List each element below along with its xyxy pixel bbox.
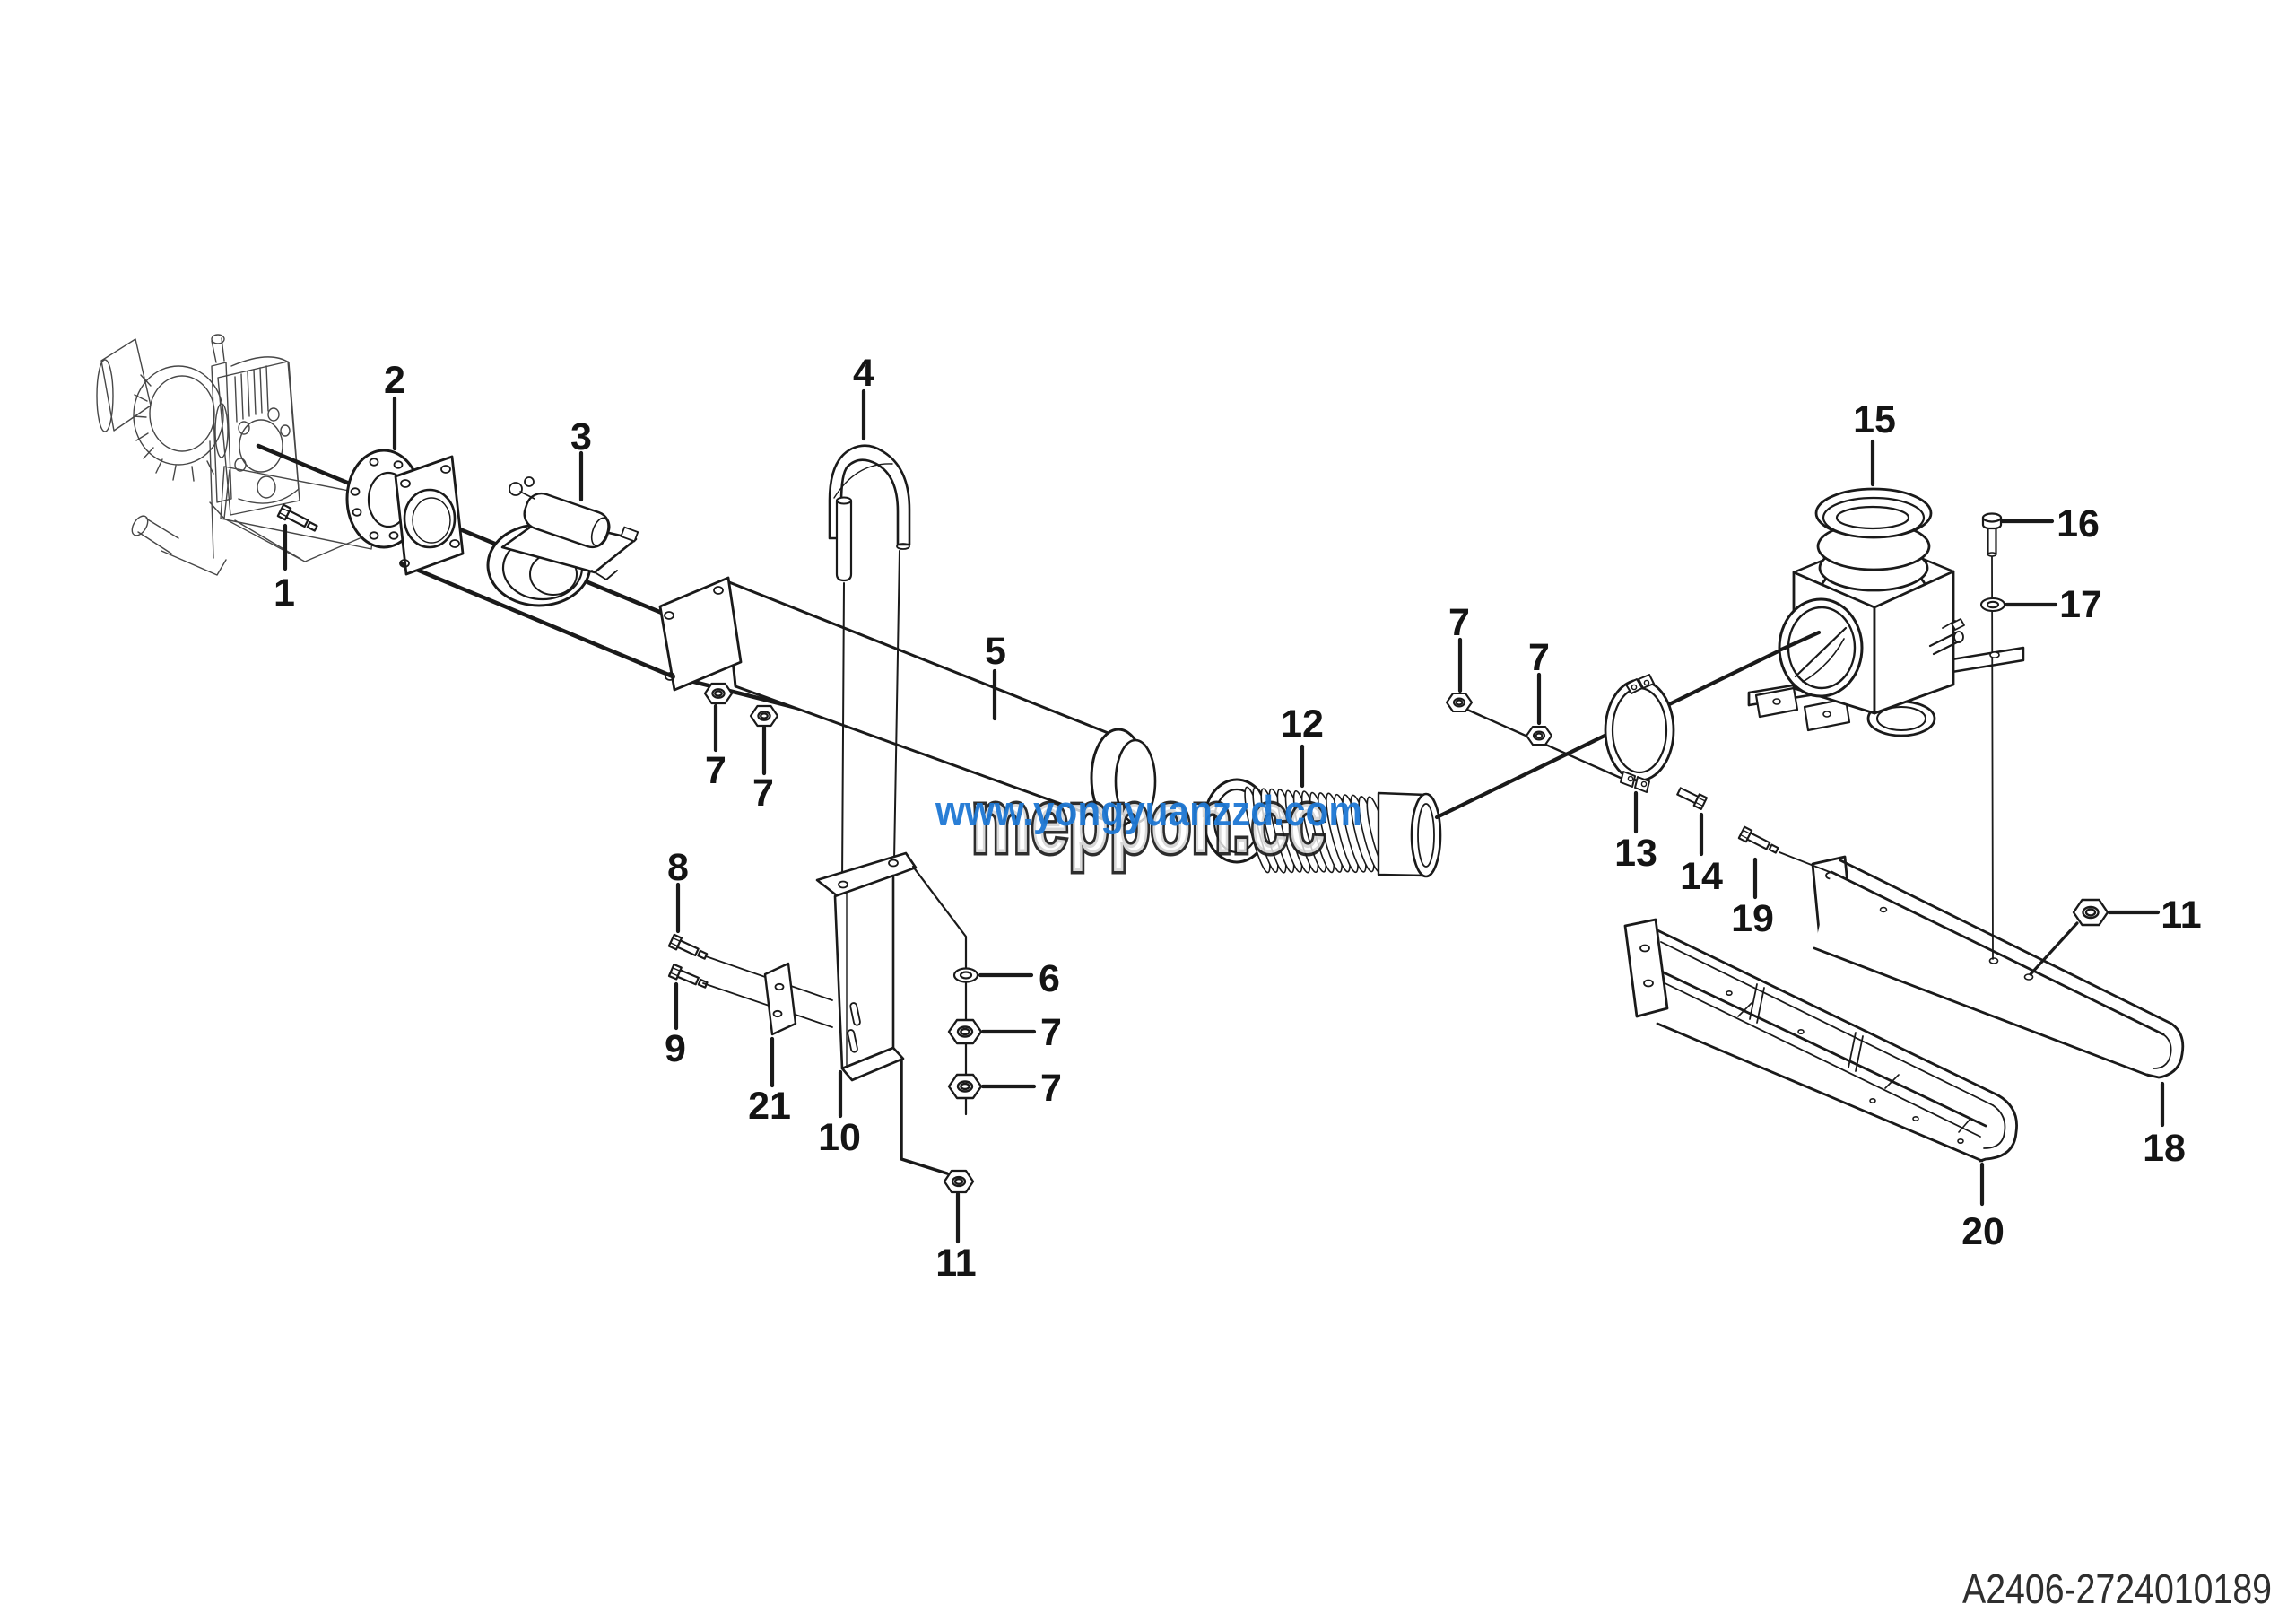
part-13-clamp: [1604, 674, 1675, 793]
part-14-bolt: [1676, 787, 1708, 810]
bolt-19-axis: [1779, 851, 1831, 873]
callout-2: 2: [384, 359, 405, 402]
callout-7c: 7: [1040, 1011, 1062, 1054]
callout-12: 12: [1281, 702, 1324, 746]
channel-18-hole-a: [1988, 957, 1999, 964]
callout-19: 19: [1731, 897, 1774, 940]
watermark-outline-text: meppon.cc: [971, 772, 1326, 872]
plate-hole: [1989, 650, 2000, 658]
part-11-nut-right: [2072, 898, 2109, 927]
callout-14: 14: [1680, 855, 1723, 898]
callout-9: 9: [665, 1027, 686, 1070]
part-7-nuts-pipe-flange: [703, 682, 779, 728]
callout-16: 16: [2057, 502, 2100, 545]
channel-18-hole-b: [2023, 973, 2034, 981]
ghost-turbocharger: [96, 334, 378, 576]
part-1-bolt: [276, 503, 318, 532]
callout-7d: 7: [1040, 1067, 1062, 1110]
callout-1: 1: [274, 571, 295, 615]
part-19-bolt: [1737, 825, 1779, 854]
callout-20: 20: [1961, 1210, 2005, 1253]
part-8-bolt: [667, 933, 709, 960]
part-10-bracket: [815, 851, 918, 1082]
part-2-flange-adapter: [345, 449, 465, 576]
callout-labels: 1 2 3 4 5 7 7 8 9 21 10 6 7 7 11 12 7 7 …: [274, 352, 2202, 1285]
part-18-support-channel: [1811, 855, 2185, 1079]
callout-7f: 7: [1528, 636, 1550, 679]
leader-bracket-to-nut-11: [900, 1059, 949, 1175]
part-7-nuts-clamp: [1445, 692, 1553, 746]
part-5-exhaust-pipe: [658, 576, 1157, 828]
part-7-nuts-bracket: [947, 1018, 983, 1100]
callout-21: 21: [748, 1085, 791, 1128]
part-9-bolt: [667, 963, 709, 989]
callout-3: 3: [570, 415, 592, 458]
part-16-bolt: [1981, 512, 2003, 557]
watermark-url-text: www.yongyuanzzd.com: [935, 787, 1362, 834]
callout-6: 6: [1039, 957, 1060, 1000]
part-21-spacer-plate: [763, 962, 797, 1036]
part-20-lower-channel: [1623, 918, 2020, 1164]
part-4-hanger-hook: [828, 444, 911, 885]
callout-4: 4: [853, 352, 874, 395]
callout-5: 5: [985, 630, 1006, 673]
leader-lines: [283, 388, 2165, 1244]
callout-15: 15: [1853, 398, 1896, 441]
callout-7a: 7: [705, 749, 726, 792]
part-6-washer: [952, 967, 979, 983]
part-12-flex-hose: [1203, 778, 1442, 878]
part-11-nut-bracket: [943, 1169, 975, 1194]
callout-8: 8: [667, 846, 689, 889]
callout-17: 17: [2059, 583, 2102, 626]
callout-11a: 11: [935, 1242, 976, 1285]
doc-number: A2406-2724010189: [1962, 1565, 2272, 1612]
part-17-washer: [1979, 597, 2006, 613]
callout-7b: 7: [752, 772, 774, 815]
callout-13: 13: [1614, 832, 1657, 875]
part-15-muffler-box: [1747, 487, 2025, 737]
watermark: meppon.cc www.yongyuanzzd.com: [935, 769, 1362, 876]
callout-10: 10: [818, 1116, 861, 1159]
stud-axis-line: [911, 865, 968, 1116]
bolt-16-axis: [1991, 555, 1994, 960]
callout-11b: 11: [2161, 894, 2201, 937]
callout-18: 18: [2143, 1127, 2186, 1170]
part-3-clamp-actuator: [486, 476, 639, 607]
callout-7e: 7: [1448, 601, 1470, 644]
